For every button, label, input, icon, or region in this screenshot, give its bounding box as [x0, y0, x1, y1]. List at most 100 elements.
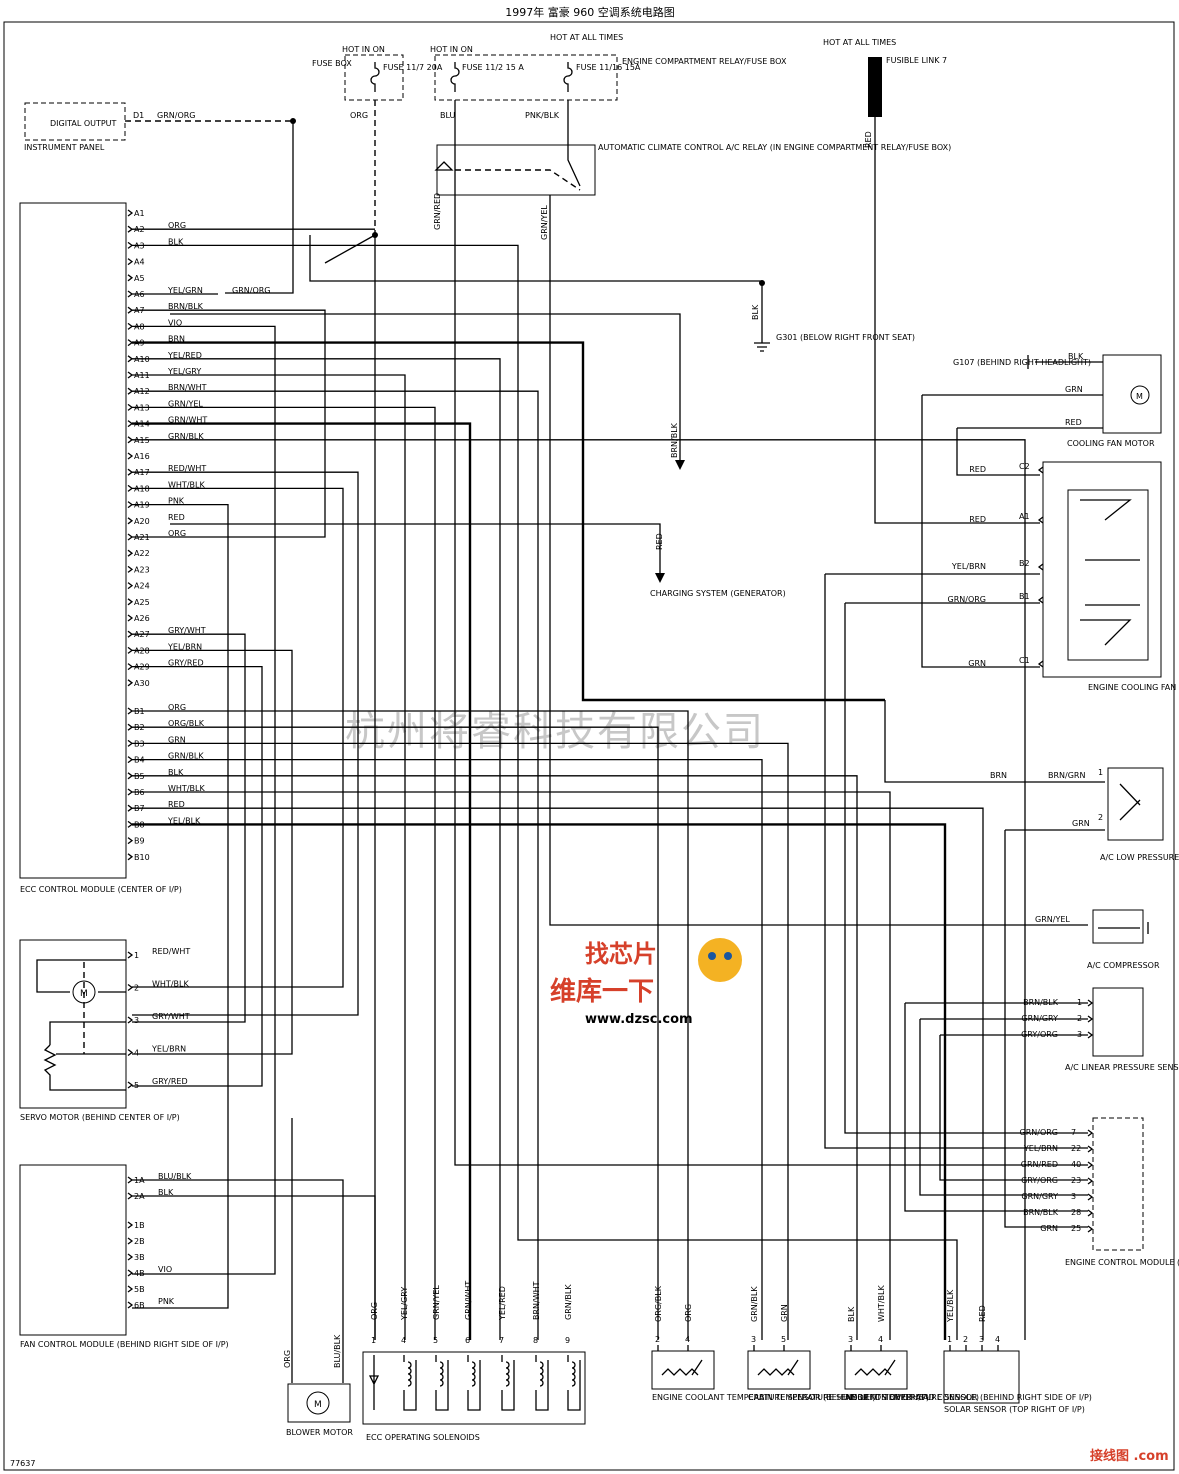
ecc-pin-label: B10 — [134, 853, 150, 862]
ecc-wire-label: YEL/GRN — [167, 286, 203, 295]
sensor-pin-label: 2 — [963, 1335, 968, 1344]
ac-low-wire2: GRN — [1072, 819, 1090, 828]
fan-control-label: FAN CONTROL MODULE (BEHIND RIGHT SIDE OF… — [20, 1340, 229, 1349]
solenoid-pin-label: 5 — [433, 1336, 438, 1345]
wire-run — [132, 775, 858, 1340]
fuse-3-label: FUSE 11/16 15A — [576, 63, 641, 72]
ecm-wire-label: BRN/BLK — [1023, 1208, 1059, 1217]
switch-blade — [324, 234, 376, 264]
linear-pin-connector — [1087, 1031, 1094, 1039]
sensor-label: ENGINE COOLANT TEMPERATURE SENSOR (BEHIN… — [652, 1393, 929, 1402]
ecc-pin-label: A4 — [134, 258, 145, 267]
solenoid-coil — [501, 1355, 515, 1411]
ac-low-wire1: BRN/GRN — [1048, 771, 1085, 780]
ecc-pin-connector — [127, 630, 134, 638]
servo-wire-label: GRY/RED — [152, 1077, 188, 1086]
sensor-pin-label: 4 — [878, 1335, 883, 1344]
fan-pin-label: 1B — [134, 1221, 145, 1230]
ecc-wire-label: GRY/WHT — [168, 626, 206, 635]
hot-in-on-label-2: HOT IN ON — [430, 45, 473, 54]
wire-run — [132, 633, 246, 1023]
sensor-body — [747, 1350, 811, 1390]
ecc-pin-connector — [127, 772, 134, 780]
fan-wire-label: BLK — [158, 1188, 174, 1197]
ecc-wire-label: RED/WHT — [168, 464, 206, 473]
engine-cooling-fan-relay: ENGINE COOLING FAN RELAY (RIGHT FRONT OF… — [921, 395, 1179, 692]
wire-run — [132, 439, 1026, 1340]
motor-m-glyph-fan: M — [1136, 392, 1143, 401]
ecc-pin-connector — [127, 582, 134, 590]
fan-pin-connector — [127, 1253, 134, 1261]
servo-wire-label: YEL/BRN — [151, 1045, 186, 1054]
wire-label-pnk-blk: PNK/BLK — [525, 111, 560, 120]
ecc-pin-connector — [127, 679, 134, 687]
diagram-frame — [3, 21, 1175, 1471]
fan-pin-connector — [127, 1192, 134, 1200]
ecm-pin-connector — [1087, 1193, 1094, 1201]
ecc-pin-label: A5 — [134, 274, 145, 283]
servo-pin-connector — [127, 951, 134, 959]
fan-relay-label: ENGINE COOLING FAN RELAY (RIGHT FRONT OF… — [1088, 683, 1179, 692]
relay-pin-connector — [1037, 596, 1044, 604]
logo-text-2: 维库一下 — [550, 976, 654, 1007]
ecc-pin-label: A25 — [134, 598, 150, 607]
relay-pin-connector — [1037, 660, 1044, 668]
relay-pin-label: B1 — [1019, 592, 1030, 601]
wire-run — [132, 823, 947, 1340]
servo-pin-connector — [127, 983, 134, 992]
wire-label-org-top: ORG — [350, 111, 368, 120]
sensor-pin-label: 3 — [979, 1335, 984, 1344]
ecc-wire-label: BRN/BLK — [168, 302, 204, 311]
temperature-sensor: CABIN TEMPERATURE SENSOR (ON OVERHEAD CO… — [747, 1286, 979, 1402]
sensor-label: CABIN TEMPERATURE SENSOR (ON OVERHEAD CO… — [748, 1393, 979, 1402]
ecc-pin-connector — [127, 355, 134, 363]
servo-pin-label: 1 — [134, 951, 139, 960]
linear-pin-connector — [1087, 999, 1094, 1007]
fan-wire-grn: GRN — [1065, 385, 1083, 394]
wire-run — [132, 390, 539, 1340]
ecm-pin-label: 3 — [1071, 1192, 1076, 1201]
sensor-wire-label: BLK — [847, 1306, 856, 1322]
watermark: 杭州将睿科技有限公司 — [345, 709, 765, 755]
wire-bus-group — [132, 195, 1088, 1383]
ac-relay: AUTOMATIC CLIMATE CONTROL A/C RELAY (IN … — [433, 111, 951, 240]
engine-box-label: ENGINE COMPARTMENT RELAY/FUSE BOX — [622, 57, 787, 66]
ecm-pin-label: 28 — [1071, 1208, 1081, 1217]
ecm-pin-label: 25 — [1071, 1224, 1081, 1233]
ecc-pin-label: A16 — [134, 452, 150, 461]
figure-number: 77637 — [10, 1459, 35, 1468]
ecc-pin-connector — [127, 290, 134, 298]
instrument-pin: D1 — [133, 111, 144, 120]
relay-pin-connector — [1037, 516, 1044, 524]
sensor-pin-label: 3 — [751, 1335, 756, 1344]
wire-run — [454, 195, 1088, 1166]
fan-pin-connector — [127, 1237, 134, 1245]
relay-wire-label: GRN — [968, 659, 986, 668]
solenoid-pin-label: 9 — [565, 1336, 570, 1345]
logo-text-1: 找芯片 — [585, 940, 657, 968]
wire-run — [132, 487, 344, 988]
fan-pin-connector — [127, 1221, 134, 1229]
ecc-pin-label: A20 — [134, 517, 150, 526]
wire-run — [132, 758, 763, 1340]
wire-run — [132, 791, 891, 1340]
relay-pin-label: A1 — [1019, 512, 1030, 521]
ecc-pin-connector — [127, 853, 134, 861]
relay-pin-label: C2 — [1019, 462, 1030, 471]
ecc-pin-connector — [127, 209, 134, 217]
sensor-label: SOLAR SENSOR (TOP RIGHT OF I/P) — [944, 1405, 1085, 1414]
compressor-wire: GRN/YEL — [1035, 915, 1070, 924]
wire-run — [132, 649, 293, 1055]
hot-at-all-times-label: HOT AT ALL TIMES — [550, 33, 623, 42]
diagram-title: 1997年 富豪 960 空调系统电路图 — [505, 5, 674, 19]
wire-run — [939, 1034, 1088, 1181]
fan-pin-connector — [127, 1285, 134, 1293]
corner-logo: 接线图 .com — [1090, 1448, 1169, 1464]
solenoid-coil — [403, 1355, 417, 1411]
ecc-pin-connector — [127, 598, 134, 606]
ecc-pin-connector — [127, 241, 134, 249]
sensor-pin-label: 3 — [848, 1335, 853, 1344]
ecc-wire-label: BLK — [168, 237, 184, 246]
